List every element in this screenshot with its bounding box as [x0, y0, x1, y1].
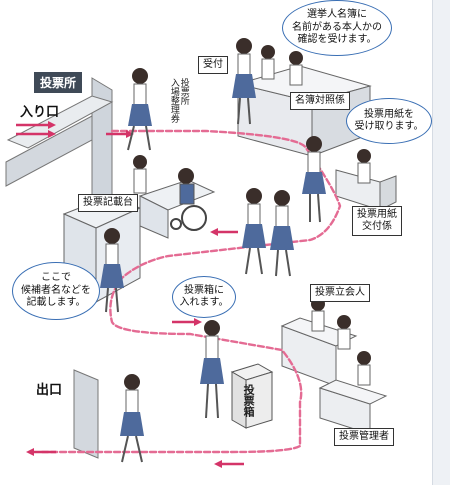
person-voting [200, 320, 224, 419]
bubble-register: 選挙人名簿に 名前がある本人かの 確認を受けます。 [282, 0, 392, 56]
clerks-reception [261, 45, 303, 86]
exit-label: 出口 [36, 383, 63, 398]
writing-desk-label: 投票記載台 [78, 194, 138, 212]
bubble-insert: 投票箱に 入れます。 [172, 276, 236, 318]
manager-label: 投票管理者 [334, 428, 394, 446]
register-clerk-label: 名簿対照係 [290, 92, 350, 110]
scrollbar-strip [432, 0, 450, 485]
reception-label: 受付 [198, 56, 228, 74]
ballot-box-label: 投票箱 [242, 384, 256, 417]
ballot-delivery-label: 投票用紙 交付係 [352, 206, 402, 236]
polling-station-sign: 投票所 [34, 72, 83, 93]
wheelchair-voter [133, 155, 207, 231]
persons-walking-pair [242, 188, 294, 277]
flow-arrows [16, 121, 244, 468]
person-exiting [120, 374, 144, 463]
bubble-write: ここで 候補者名などを 記載します。 [12, 262, 100, 320]
admission-ticket-label: 投票所 入場整理券 [168, 78, 189, 123]
people [100, 38, 371, 463]
person-writing [100, 228, 124, 313]
entrance-label: 入り口 [20, 105, 60, 120]
person-entering [127, 68, 152, 151]
person-ballot-receive [302, 136, 371, 223]
bubble-receive: 投票用紙を 受け取ります。 [346, 98, 432, 144]
observer-label: 投票立会人 [310, 284, 370, 302]
ballot-box-shape [230, 363, 274, 429]
person-reception [232, 38, 256, 125]
